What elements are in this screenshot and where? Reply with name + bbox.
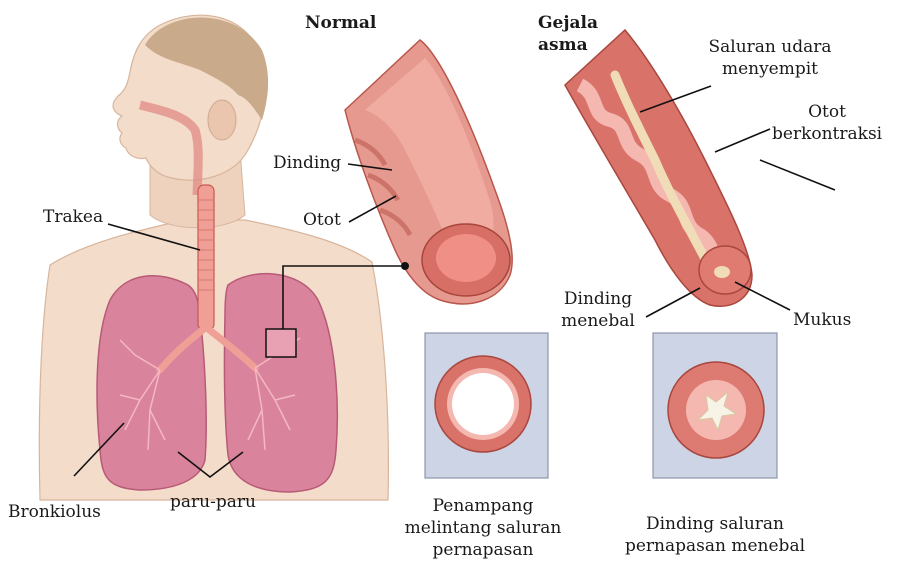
leader-detail-dot — [401, 262, 409, 270]
right-lung — [224, 274, 337, 492]
label-normal: Normal — [305, 13, 376, 33]
normal-cross-section-panel — [425, 333, 548, 478]
label-mucus: Mukus — [793, 310, 851, 330]
normal-tube-lumen — [436, 234, 496, 282]
label-bronchiole: Bronkiolus — [8, 502, 101, 522]
trachea — [198, 185, 214, 330]
label-wall: Dinding — [273, 153, 341, 173]
caption-normal-3: pernapasan — [393, 540, 573, 560]
label-lungs: paru-paru — [170, 492, 256, 512]
label-trachea: Trakea — [43, 207, 103, 227]
caption-normal-1: Penampang — [393, 496, 573, 516]
label-thick-wall-2: menebal — [553, 311, 643, 331]
label-narrowed-2: menyempit — [700, 59, 840, 79]
leader-thick-wall — [646, 288, 700, 317]
detail-box — [266, 329, 296, 357]
caption-normal-2: melintang saluran — [393, 518, 573, 538]
ear — [208, 100, 236, 140]
label-asthma-2: asma — [538, 35, 588, 55]
leader-extra — [760, 160, 835, 190]
asthma-lumen — [714, 266, 730, 278]
caption-asthma-2: pernapasan menebal — [610, 536, 820, 556]
asthma-cross-section-panel — [653, 333, 777, 478]
label-contracted-2: berkontraksi — [772, 124, 882, 144]
label-contracted-1: Otot — [772, 102, 882, 122]
caption-asthma-1: Dinding saluran — [610, 514, 820, 534]
leader-contracted — [715, 129, 770, 152]
label-asthma-1: Gejala — [538, 13, 598, 33]
normal-cross-lumen — [452, 373, 514, 435]
label-muscle: Otot — [303, 210, 341, 230]
label-thick-wall-1: Dinding — [553, 289, 643, 309]
label-narrowed-1: Saluran udara — [700, 37, 840, 57]
